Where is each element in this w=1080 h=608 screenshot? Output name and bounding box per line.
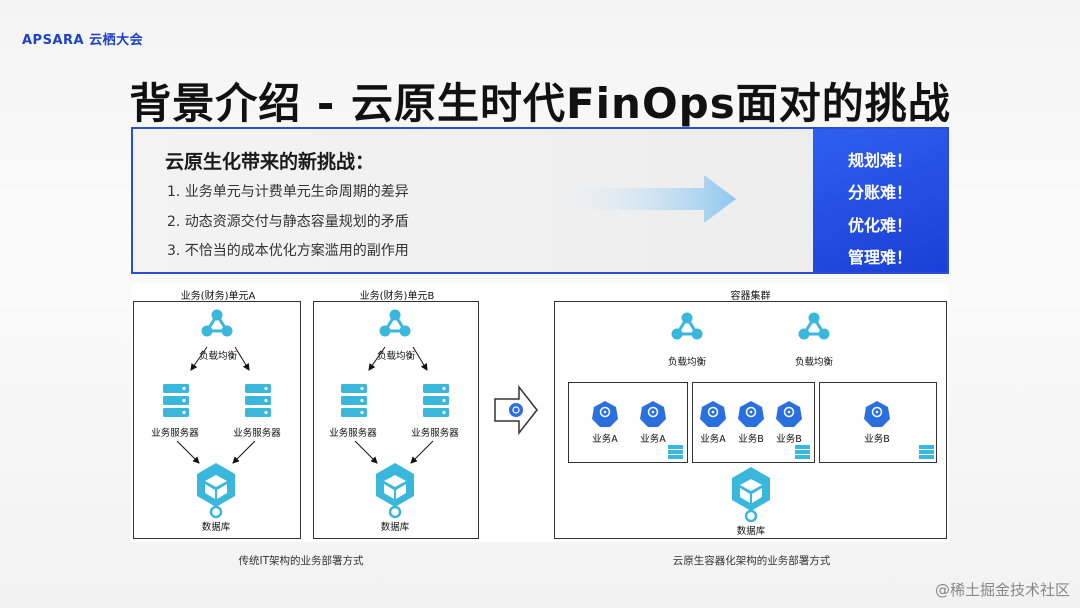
database-icon xyxy=(730,465,772,523)
pod-label: 业务B xyxy=(738,434,764,445)
pod-icon xyxy=(699,400,727,428)
server-label: 业务服务器 xyxy=(151,428,199,439)
db-label: 数据库 xyxy=(380,522,410,533)
unit-b-title: 业务(财务)单元B xyxy=(359,291,435,302)
difficulty-panel: 规划难！ 分账难！ 优化难！ 管理难！ xyxy=(813,129,947,272)
server-icon xyxy=(245,384,271,417)
transform-arrow-icon xyxy=(494,384,538,436)
node-server-icon xyxy=(919,445,934,459)
load-balancer-icon xyxy=(797,311,831,341)
pod-icon xyxy=(737,400,765,428)
pod-label: 业务A xyxy=(700,434,726,445)
node-server-icon xyxy=(795,445,810,459)
unit-a-title: 业务(财务)单元A xyxy=(180,291,256,302)
load-balancer-icon xyxy=(378,308,412,338)
lb-label: 负载均衡 xyxy=(667,357,706,368)
pod-label: 业务B xyxy=(776,434,802,445)
db-label: 数据库 xyxy=(201,522,231,533)
server-icon xyxy=(423,384,449,417)
pod-label: 业务A xyxy=(640,434,666,445)
node-box xyxy=(568,382,688,463)
server-label: 业务服务器 xyxy=(411,428,459,439)
traditional-caption: 传统IT架构的业务部署方式 xyxy=(238,555,364,567)
pod-icon xyxy=(639,400,667,428)
pod-icon xyxy=(591,400,619,428)
pod-icon xyxy=(775,400,803,428)
difficulty-item: 规划难！ xyxy=(847,151,912,170)
diagram-graphics xyxy=(163,308,934,523)
right-arrow-icon xyxy=(566,175,736,223)
challenge-item: 1. 业务单元与计费单元生命周期的差异 xyxy=(167,184,409,200)
challenge-item: 3. 不恰当的成本优化方案滥用的副作用 xyxy=(167,243,409,259)
db-label: 数据库 xyxy=(736,526,766,537)
database-icon xyxy=(195,461,237,519)
apsara-logo: APSARA 云栖大会 xyxy=(22,33,144,48)
load-balancer-icon xyxy=(200,308,234,338)
architecture-diagram: 业务(财务)单元A 业务(财务)单元B 容器集群 xyxy=(131,283,949,542)
lb-label: 负载均衡 xyxy=(198,351,237,362)
server-icon xyxy=(341,384,367,417)
pod-label: 业务B xyxy=(864,434,890,445)
lb-label: 负载均衡 xyxy=(376,351,415,362)
difficulty-item: 优化难！ xyxy=(847,216,912,235)
database-icon xyxy=(374,461,416,519)
lb-label: 负载均衡 xyxy=(794,357,833,368)
server-label: 业务服务器 xyxy=(329,428,377,439)
difficulty-item: 分账难！ xyxy=(847,183,912,202)
cloud-native-caption: 云原生容器化架构的业务部署方式 xyxy=(672,555,831,567)
watermark: @稀土掘金技术社区 xyxy=(934,581,1070,599)
challenge-box: 云原生化带来的新挑战： 1. 业务单元与计费单元生命周期的差异 2. 动态资源交… xyxy=(131,127,949,274)
server-icon xyxy=(163,384,189,417)
server-label: 业务服务器 xyxy=(233,428,281,439)
difficulty-item: 管理难！ xyxy=(847,248,912,267)
challenge-heading: 云原生化带来的新挑战： xyxy=(165,151,375,173)
pod-icon xyxy=(863,400,891,428)
pod-label: 业务A xyxy=(592,434,618,445)
load-balancer-icon xyxy=(670,311,704,341)
node-server-icon xyxy=(668,445,683,459)
cluster-title: 容器集群 xyxy=(730,291,771,302)
page-title: 背景介绍 - 云原生时代FinOps面对的挑战 xyxy=(129,79,951,128)
challenge-item: 2. 动态资源交付与静态容量规划的矛盾 xyxy=(167,214,409,230)
